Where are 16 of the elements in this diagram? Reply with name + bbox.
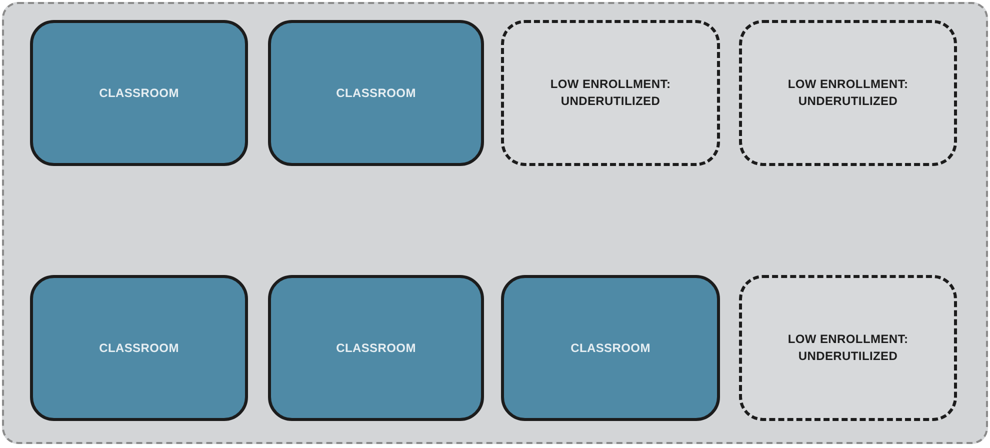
box-label: LOW ENROLLMENT: UNDERUTILIZED [786,76,910,110]
box-label: LOW ENROLLMENT: UNDERUTILIZED [786,331,910,365]
classroom-box [268,275,484,421]
box-label: CLASSROOM [336,340,416,356]
underutilized-box [501,20,720,166]
underutilized-box [739,275,957,421]
classroom-box [268,20,484,166]
classroom-box [30,275,248,421]
classroom-box [30,20,248,166]
box-label: CLASSROOM [570,340,650,356]
box-label: CLASSROOM [99,340,179,356]
box-label: CLASSROOM [99,84,179,102]
box-label: LOW ENROLLMENT: UNDERUTILIZED [549,76,672,110]
underutilized-box [739,20,957,166]
box-label: CLASSROOM [336,84,416,102]
classroom-box [501,275,720,421]
